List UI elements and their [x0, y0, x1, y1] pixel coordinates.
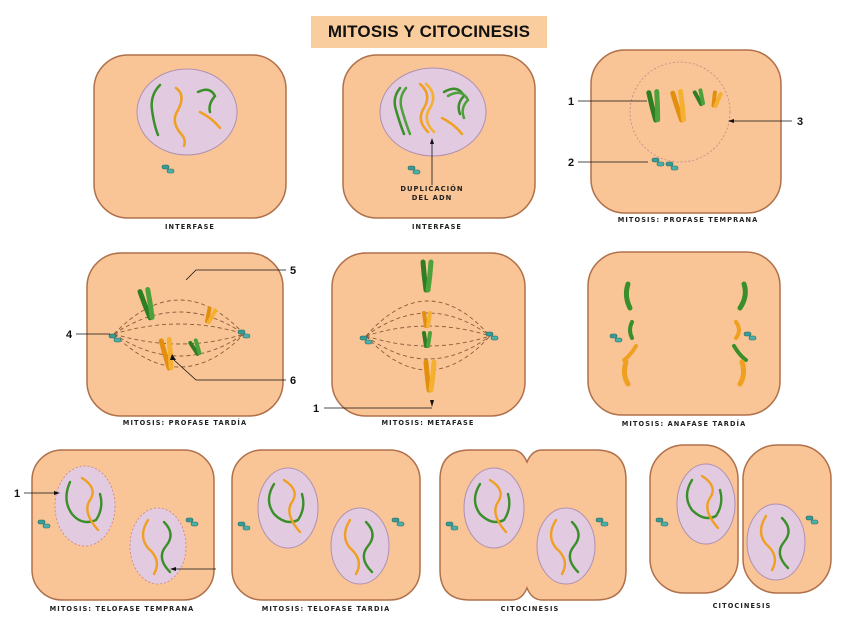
nucleus-forming-right	[129, 507, 187, 585]
cell-citocinesis-2: CITOCINESIS	[649, 444, 832, 610]
caption-telofase-tardia: MITOSIS: TELOFASE TARDIA	[262, 605, 391, 613]
caption-citocinesis-1: CITOCINESIS	[501, 605, 560, 613]
spindle-fibers	[113, 299, 245, 368]
label-3: 3	[797, 116, 803, 128]
cell-anafase-tardia: MITOSIS: ANAFASE TARDÍA	[587, 251, 781, 428]
caption-metafase: MITOSIS: METAFASE	[382, 419, 475, 427]
pointer-6	[173, 359, 286, 381]
label-1: 1	[568, 96, 574, 108]
pointer-5	[185, 269, 286, 281]
caption-citocinesis-2: CITOCINESIS	[713, 602, 772, 610]
arrow-head	[728, 119, 734, 123]
arrow-head	[170, 567, 176, 571]
label-2: 2	[568, 157, 574, 169]
dup-label-line1: DUPLICACIÓN	[400, 184, 463, 193]
nucleus-left	[463, 467, 525, 549]
duplicated-chromatin	[393, 82, 470, 136]
caption-interfase-1: INTERFASE	[165, 223, 215, 231]
arrow-head	[54, 491, 60, 495]
cell-interfase-2: DUPLICACIÓN DEL ADN INTERFASE	[342, 54, 536, 231]
caption-telofase-temprana: MITOSIS: TELOFASE TEMPRANA	[50, 605, 195, 613]
cell-interfase-1: INTERFASE	[93, 54, 287, 231]
caption-profase-tardia: MITOSIS: PROFASE TARDÍA	[123, 418, 247, 427]
caption-anafase-tardia: MITOSIS: ANAFASE TARDÍA	[622, 419, 747, 428]
cell-metafase: 1 MITOSIS: METAFASE	[313, 252, 526, 427]
label-5: 5	[290, 265, 296, 277]
arrow-head	[430, 400, 434, 407]
label-4: 4	[66, 329, 73, 341]
chromatin	[150, 83, 222, 148]
nucleus-left	[257, 467, 319, 549]
cell-profase-tardia: 4 5 6 MITOSIS: PROFASE TARDÍA	[66, 252, 296, 427]
diagram-title: MITOSIS Y CITOCINESIS	[311, 16, 547, 48]
label-1: 1	[313, 403, 319, 415]
dup-label-line2: DEL ADN	[412, 194, 453, 202]
cell-citocinesis-1: CITOCINESIS	[439, 449, 627, 613]
nucleus-left	[676, 463, 736, 545]
cell-telofase-temprana: 1 MITOSIS: TELOFASE TEMPRANA	[14, 449, 216, 613]
arrow-head	[430, 138, 434, 144]
cell-profase-temprana: 1 2 3 MITOSIS: PROFASE TEMPRANA	[568, 49, 803, 224]
nucleus-right	[330, 507, 390, 585]
cell-telofase-tardia: MITOSIS: TELOFASE TARDIA	[231, 449, 421, 613]
nucleus-boundary	[629, 61, 731, 163]
separating-chromatids	[621, 281, 748, 387]
label-1: 1	[14, 488, 20, 500]
caption-profase-temprana: MITOSIS: PROFASE TEMPRANA	[618, 216, 759, 224]
caption-interfase-2: INTERFASE	[412, 223, 462, 231]
nucleus-forming-left	[54, 465, 116, 547]
arrow-head	[170, 354, 176, 360]
nucleus-right	[746, 503, 806, 581]
nucleus-right	[536, 507, 596, 585]
label-6: 6	[290, 375, 296, 387]
